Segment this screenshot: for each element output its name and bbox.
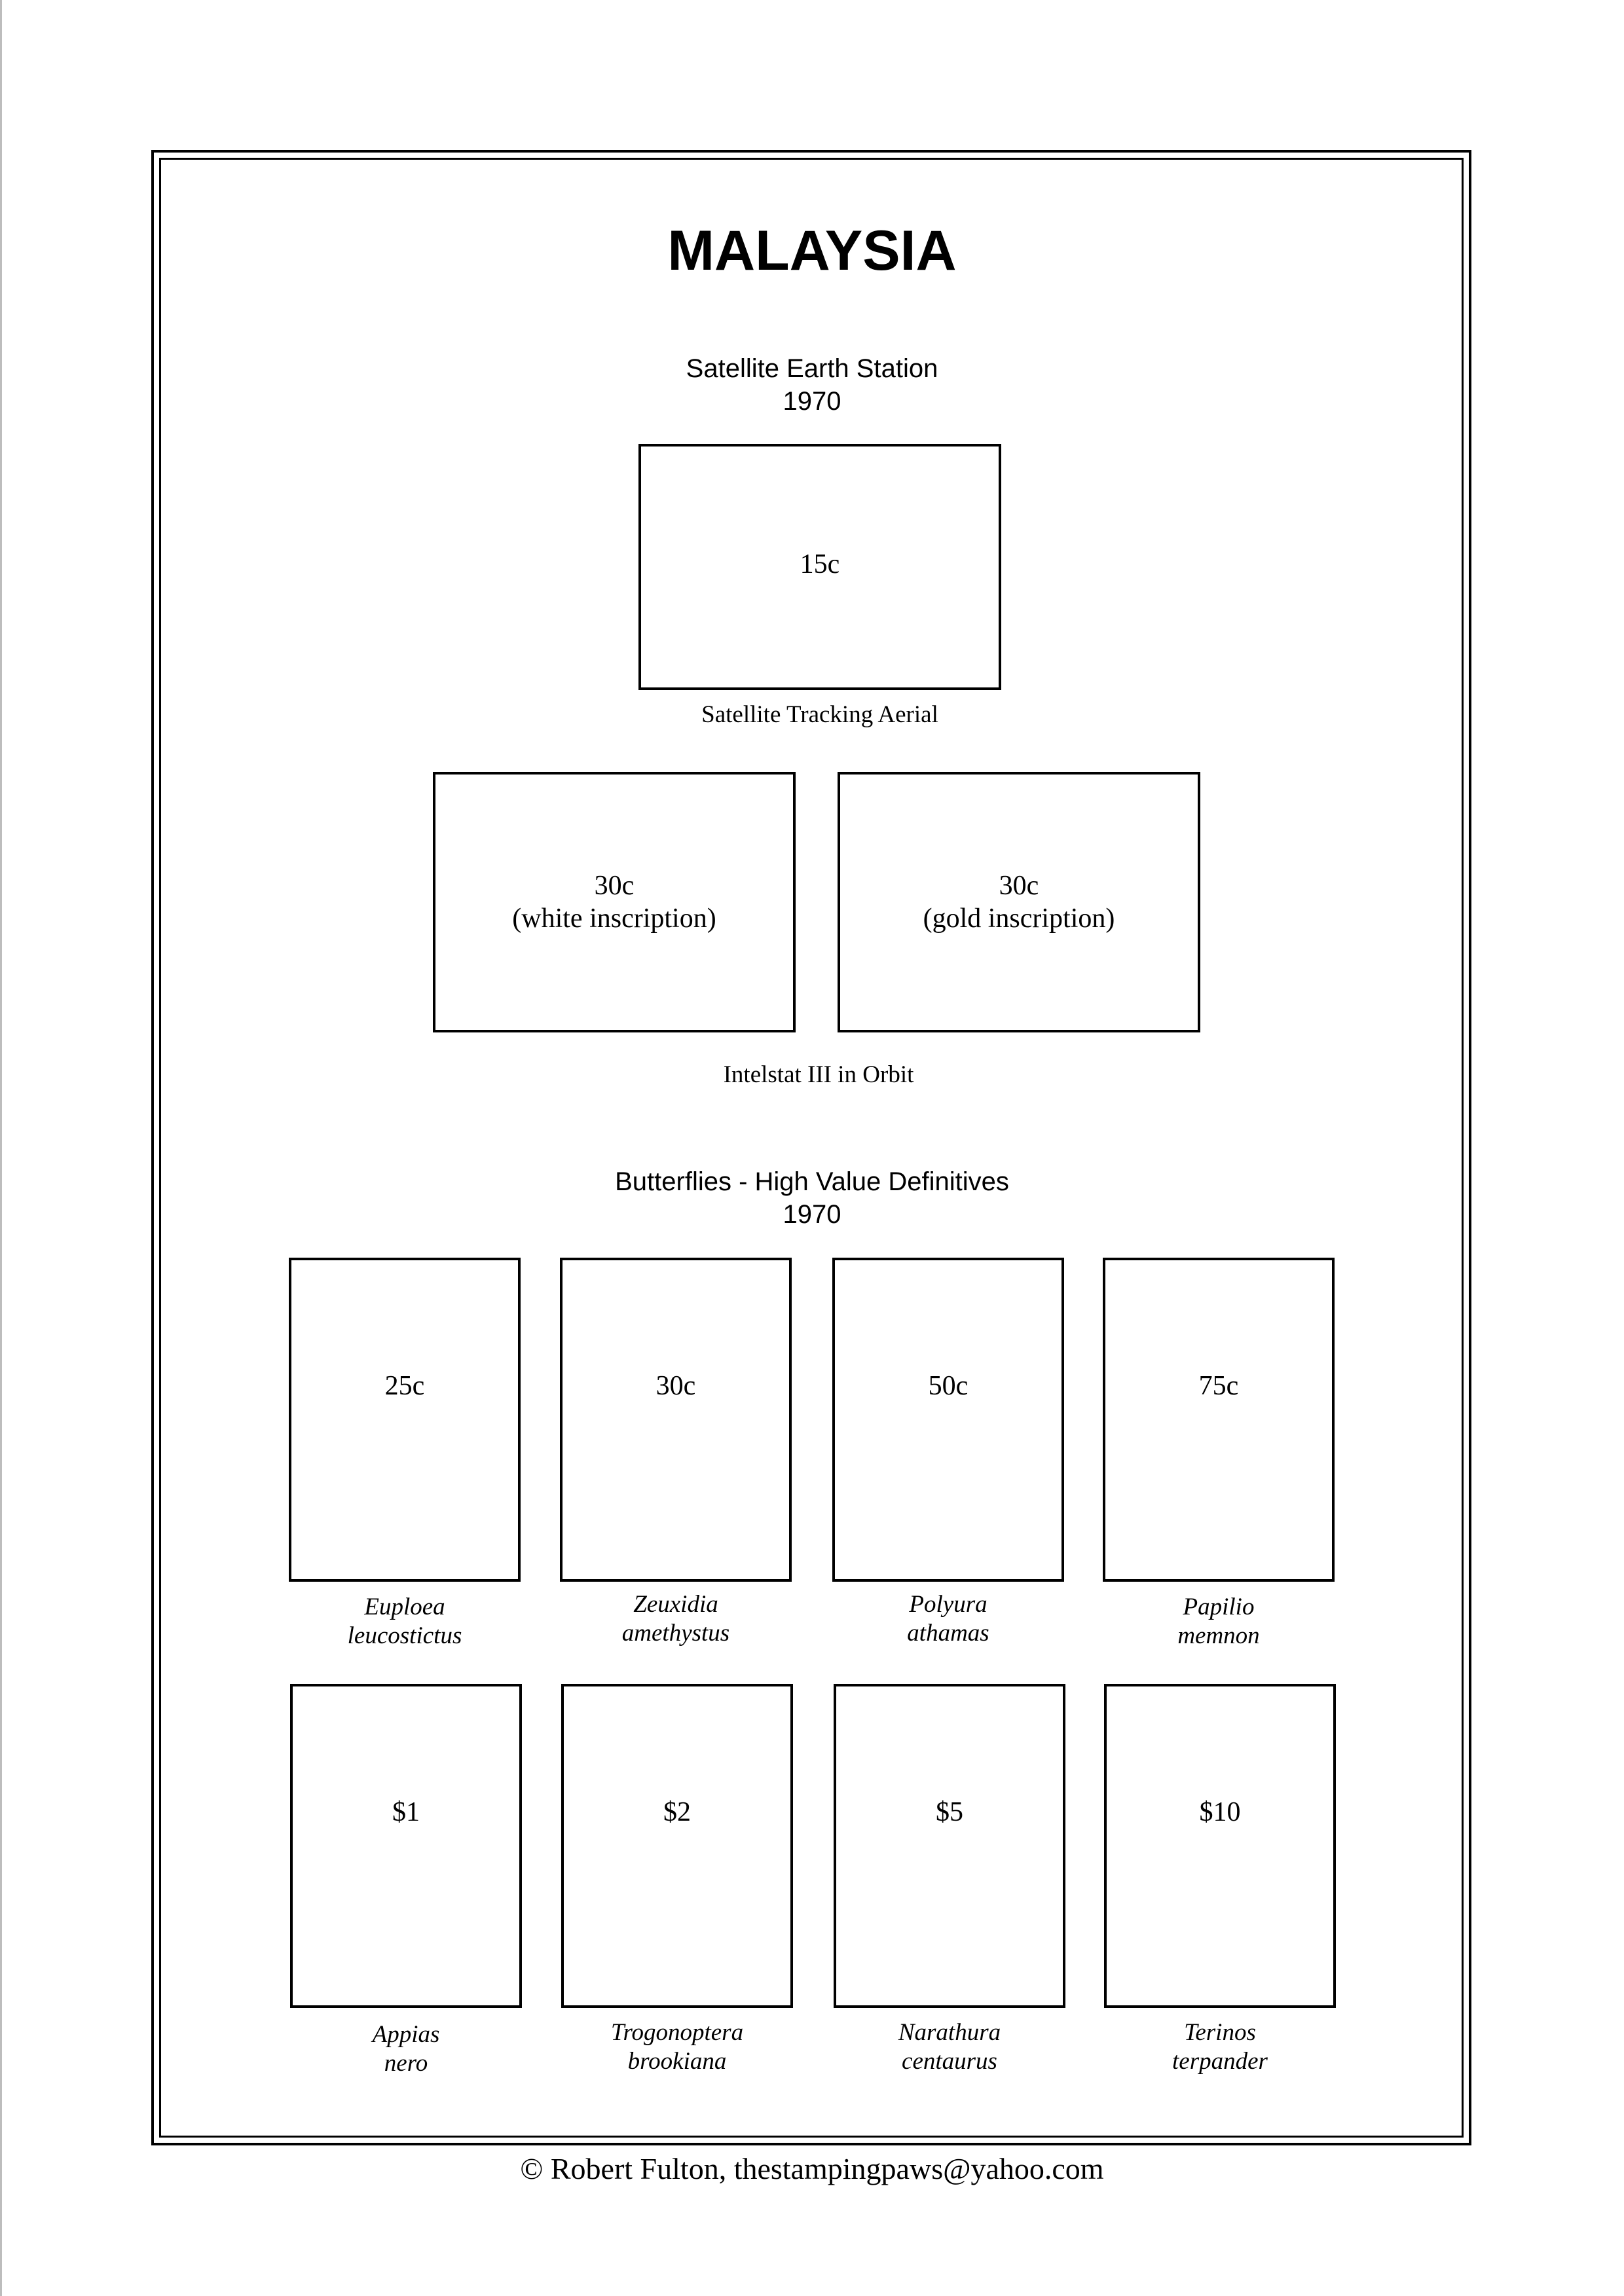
stamp-value: $2 [663,1796,691,1827]
butterfly-species: nero [384,2050,428,2077]
stamp-slot-10-dollar: $10 [1104,1684,1336,2008]
stamp-slot-5-dollar: $5 [834,1684,1065,2008]
stamp-slot-2-dollar: $2 [561,1684,793,2008]
stamp-value: 30c [999,871,1039,901]
butterfly-genus: Euploea [364,1594,445,1620]
butterfly-species: amethystus [621,1620,730,1647]
stamp-value: 75c [1198,1370,1239,1401]
butterfly-species: centaurus [902,2048,997,2075]
butterfly-genus: Zeuxidia [633,1591,718,1618]
stamp-slot-30c-gold: 30c (gold inscription) [838,772,1200,1032]
stamp-caption: Intelstat III in Orbit [723,1061,914,1088]
stamp-value: 30c [594,871,635,901]
butterfly-genus: Papilio [1183,1594,1255,1620]
stamp-note: (gold inscription) [923,903,1115,934]
section2-heading: Butterflies - High Value Definitives [615,1167,1009,1196]
stamp-value: 30c [655,1370,696,1401]
butterfly-genus: Polyura [909,1591,987,1618]
butterfly-species: terpander [1172,2048,1268,2075]
stamp-value: 50c [928,1370,969,1401]
butterfly-species: leucostictus [347,1622,462,1649]
stamp-value: 15c [800,549,840,579]
butterfly-genus: Trogonoptera [610,2019,744,2046]
butterfly-genus: Appias [372,2021,440,2048]
butterfly-species: athamas [907,1620,989,1647]
stamp-value: $10 [1199,1796,1241,1827]
copyright-footer: © Robert Fulton, thestampingpaws@yahoo.c… [520,2152,1104,2185]
butterfly-genus: Narathura [898,2019,1001,2046]
butterfly-species: memnon [1177,1622,1260,1649]
stamp-slot-1-dollar: $1 [290,1684,522,2008]
stamp-slot-30c-white: 30c (white inscription) [433,772,796,1032]
stamp-slot-25c: 25c [289,1258,521,1582]
page-border-inner [159,158,1464,2138]
stamp-slot-30c: 30c [560,1258,792,1582]
page-border-outer [151,150,1471,2145]
stamp-value: $1 [392,1796,420,1827]
butterfly-genus: Terinos [1184,2019,1256,2046]
page-title: MALAYSIA [667,219,957,282]
section1-year: 1970 [783,387,841,416]
stamp-slot-15c: 15c [638,444,1001,690]
stamp-note: (white inscription) [512,903,716,934]
stamp-value: $5 [936,1796,963,1827]
section2-year: 1970 [783,1200,841,1229]
stamp-caption: Satellite Tracking Aerial [701,701,938,728]
butterfly-species: brookiana [627,2048,727,2075]
section1-heading: Satellite Earth Station [686,354,938,383]
stamp-slot-75c: 75c [1103,1258,1335,1582]
stamp-value: 25c [384,1370,425,1401]
stamp-slot-50c: 50c [832,1258,1064,1582]
scan-edge-line [0,0,2,2296]
